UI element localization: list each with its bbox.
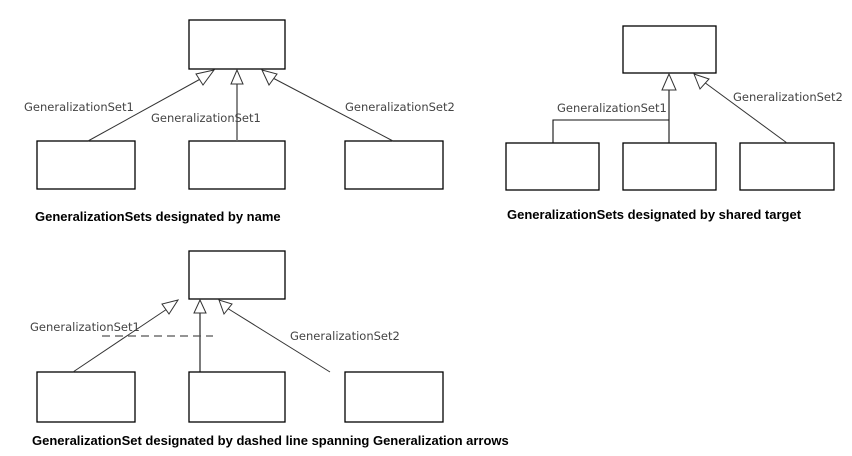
generalization-line-left xyxy=(87,76,205,142)
shared-target-branch-left xyxy=(552,119,669,143)
hollow-triangle-arrowhead-icon xyxy=(195,69,216,86)
gs-label: GeneralizationSet2 xyxy=(345,100,455,114)
subclass-box-center xyxy=(188,371,286,423)
subclass-box-right xyxy=(344,140,444,190)
generalization-line-right xyxy=(703,81,788,144)
hollow-triangle-arrowhead-icon xyxy=(261,69,278,86)
superclass-box xyxy=(188,19,286,70)
generalization-line-right xyxy=(226,307,331,373)
subclass-box-left xyxy=(36,371,136,423)
diagram-caption: GeneralizationSet designated by dashed l… xyxy=(32,433,509,448)
superclass-box xyxy=(188,250,286,300)
diagram-caption: GeneralizationSets designated by name xyxy=(35,209,281,224)
subclass-box-left xyxy=(505,142,600,191)
gs-label: GeneralizationSet1 xyxy=(557,101,667,115)
subclass-box-center xyxy=(622,142,717,191)
subclass-box-right xyxy=(344,371,444,423)
gs-label: GeneralizationSet1 xyxy=(24,100,134,114)
gs-label: GeneralizationSet1 xyxy=(151,111,261,125)
generalization-line-left xyxy=(72,306,171,373)
subclass-box-left xyxy=(36,140,136,190)
generalization-line-right xyxy=(270,76,394,142)
gs-label: GeneralizationSet2 xyxy=(290,329,400,343)
gs-label: GeneralizationSet2 xyxy=(733,90,843,104)
hollow-triangle-arrowhead-icon xyxy=(161,299,180,315)
hollow-triangle-arrowhead-icon xyxy=(193,298,207,314)
diagram-by-dashed-line: GeneralizationSet1 GeneralizationSet2 Ge… xyxy=(30,250,509,448)
hollow-triangle-arrowhead-icon xyxy=(218,299,233,316)
subclass-box-center xyxy=(188,140,286,190)
subclass-box-right xyxy=(739,142,835,191)
diagram-by-shared-target: GeneralizationSet1 GeneralizationSet2 Ge… xyxy=(505,25,843,222)
hollow-triangle-arrowhead-icon xyxy=(661,72,677,91)
diagram-caption: GeneralizationSets designated by shared … xyxy=(507,207,802,222)
gs-label: GeneralizationSet1 xyxy=(30,320,140,334)
hollow-triangle-arrowhead-icon xyxy=(693,73,710,90)
hollow-triangle-arrowhead-icon xyxy=(230,68,244,85)
superclass-box xyxy=(622,25,717,74)
diagram-by-name: GeneralizationSet1 GeneralizationSet1 Ge… xyxy=(24,19,455,224)
